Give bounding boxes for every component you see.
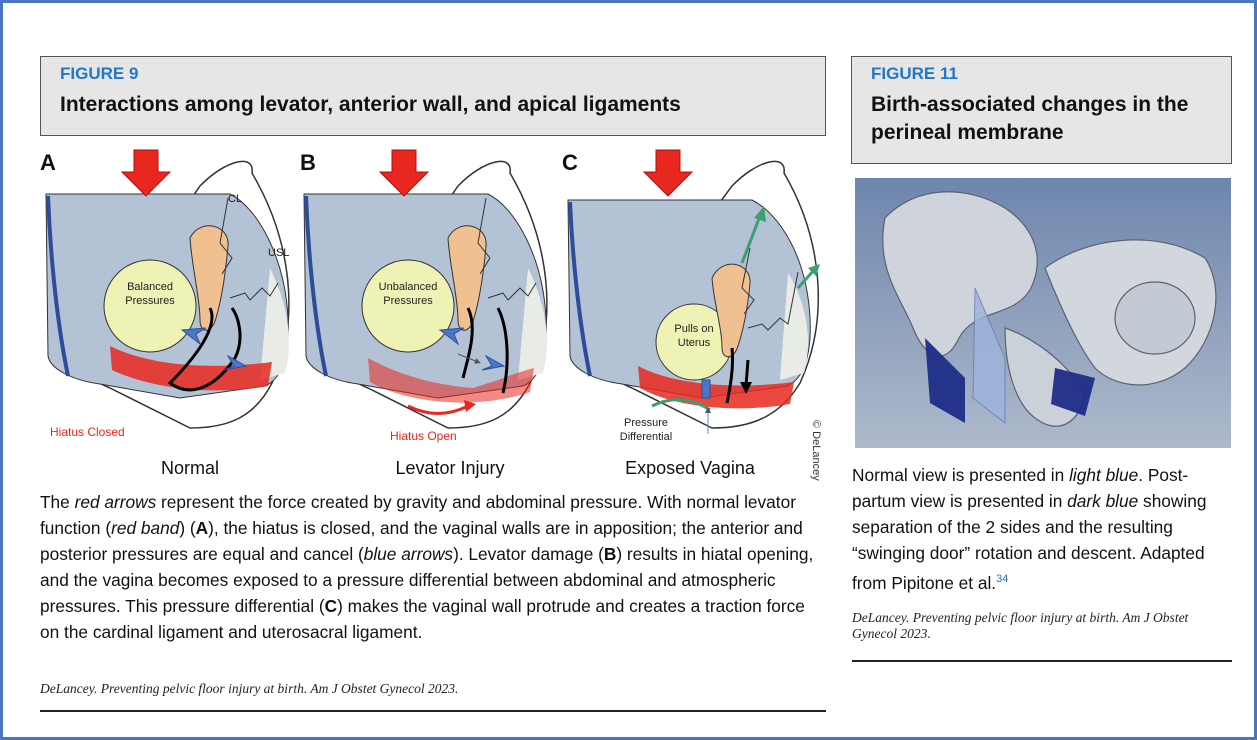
figure9-caption: The red arrows represent the force creat…: [40, 489, 828, 645]
panel-a-diagram: CL USL Balanced Pressures Hiatus Closed: [46, 150, 289, 439]
panel-b-label-pressure-2: Pressures: [383, 295, 433, 307]
panel-a-caption: Normal: [120, 458, 260, 479]
figure11-bottom-rule: [852, 660, 1232, 662]
panel-c-label-diff-1: Pressure: [624, 417, 668, 429]
figure9-illustration: CL USL Balanced Pressures Hiatus Closed …: [40, 148, 830, 458]
panel-c-label-pressure-1: Pulls on: [674, 323, 713, 335]
panel-c-red-arrow: [644, 150, 692, 196]
panel-c-blue-arrow: [702, 380, 710, 398]
panel-a-label-hiatus: Hiatus Closed: [50, 425, 125, 439]
panel-b-label-hiatus: Hiatus Open: [390, 429, 457, 443]
panel-a-red-arrow: [122, 150, 170, 196]
figure9-bottom-rule: [40, 710, 826, 712]
panel-c-caption: Exposed Vagina: [610, 458, 770, 479]
figure9-citation: DeLancey. Preventing pelvic floor injury…: [40, 681, 820, 697]
panel-a-label-pressure-2: Pressures: [125, 295, 175, 307]
figure11-citation: DeLancey. Preventing pelvic floor injury…: [852, 610, 1232, 642]
panel-b-label-pressure-1: Unbalanced: [379, 281, 438, 293]
figure11-acetabulum: [1115, 282, 1195, 354]
panel-b-red-arrow: [380, 150, 428, 196]
figure11-caption: Normal view is presented in light blue. …: [852, 462, 1232, 596]
panel-c-label-diff-2: Differential: [620, 431, 672, 443]
panel-b-caption: Levator Injury: [370, 458, 530, 479]
panel-a-label-cl: CL: [228, 193, 242, 205]
panel-c-label-pressure-2: Uterus: [678, 337, 711, 349]
panel-a-label-pressure-1: Balanced: [127, 281, 173, 293]
panel-a-label-usl: USL: [268, 247, 289, 259]
panel-b-diagram: Unbalanced Pressures Hiatus Open: [304, 150, 547, 443]
figure9-credit: © DeLancey: [810, 420, 822, 481]
figure11-title-line2: perineal membrane: [871, 119, 1064, 146]
panel-c-diagram: Pulls on Uterus Pressure Differential: [568, 150, 820, 443]
figure11-label: FIGURE 11: [871, 64, 958, 84]
figure9-title: Interactions among levator, anterior wal…: [60, 91, 681, 118]
figure11-pelvis-image: [855, 178, 1231, 448]
figure9-label: FIGURE 9: [60, 64, 138, 84]
figure11-title-line1: Birth-associated changes in the: [871, 91, 1188, 118]
